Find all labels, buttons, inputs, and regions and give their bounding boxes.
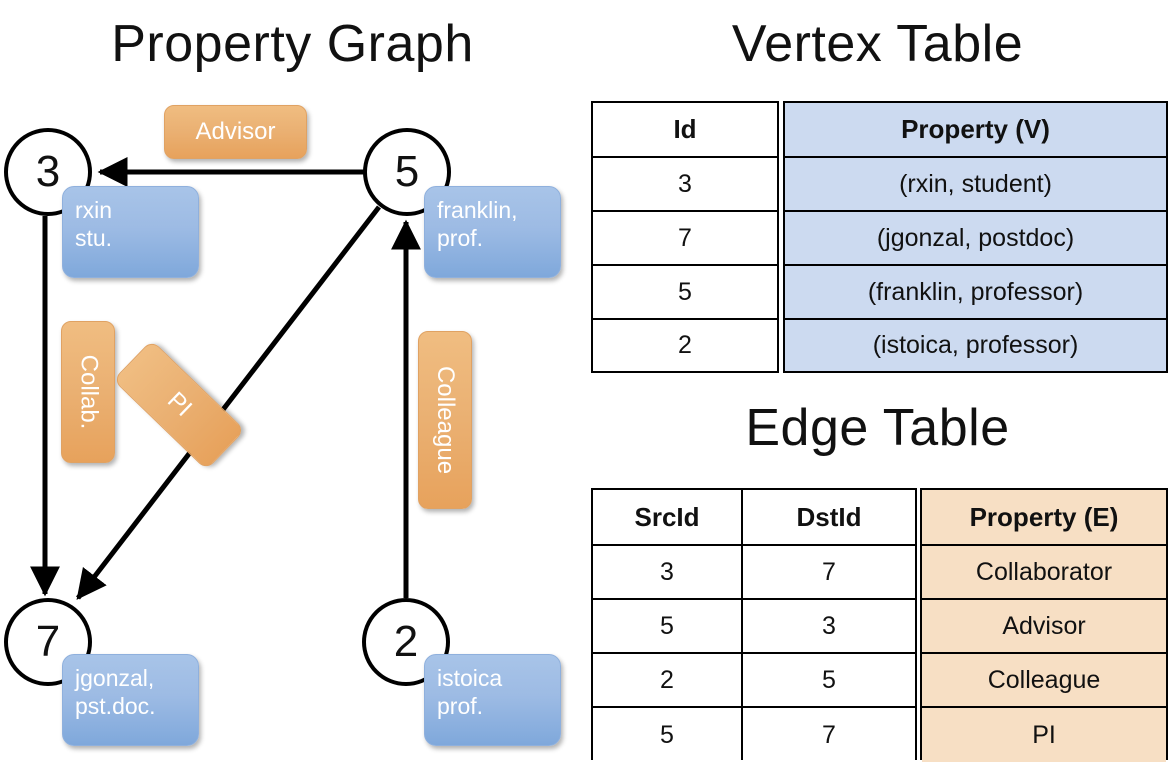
vertex-table-cell-property-2: (franklin, professor) xyxy=(785,266,1166,320)
vertex-table-id-column: Id 3 7 5 2 xyxy=(591,101,779,373)
vertex-table-cell-id-1: 7 xyxy=(593,212,777,266)
graph-edges-svg xyxy=(30,157,421,600)
vertex-table-header-id: Id xyxy=(593,103,777,158)
vertex-table-cell-id-2: 5 xyxy=(593,266,777,320)
vertex-property-3-line2: stu. xyxy=(75,225,113,252)
edge-property-colleague-label: Colleague xyxy=(432,365,459,475)
edge-table-cell-dst-3: 7 xyxy=(743,708,915,762)
vertex-property-5-line2: prof. xyxy=(437,225,484,252)
edge-table-cell-src-3: 5 xyxy=(593,708,741,762)
edge-table-srcid-column: SrcId 3 5 2 5 xyxy=(591,488,743,762)
page-title-edge-table: Edge Table xyxy=(745,399,1010,457)
vertex-table-cell-property-1: (jgonzal, postdoc) xyxy=(785,212,1166,266)
edge-table-cell-dst-2: 5 xyxy=(743,654,915,708)
edge-table-cell-dst-1: 3 xyxy=(743,600,915,654)
edge-5-to-7-pi xyxy=(76,205,381,600)
graph-node-2[interactable]: 2 xyxy=(362,598,450,686)
edge-table-header-property: Property (E) xyxy=(922,490,1166,546)
vertex-property-2-line1: istoica xyxy=(437,665,503,691)
edge-table-cell-src-0: 3 xyxy=(593,546,741,600)
edge-property-collab-label: Collab. xyxy=(75,354,102,430)
property-graph-diagram: 3 5 7 2 rxin stu. franklin, prof. jgonza… xyxy=(0,0,585,760)
edge-table-property-column: Property (E) Collaborator Advisor Collea… xyxy=(920,488,1168,762)
vertex-property-box-3: rxin stu. xyxy=(62,186,199,278)
edge-table-cell-property-0: Collaborator xyxy=(922,546,1166,600)
edge-table-cell-dst-0: 7 xyxy=(743,546,915,600)
vertex-property-box-5: franklin, prof. xyxy=(424,186,561,278)
graph-node-5[interactable]: 5 xyxy=(363,128,451,216)
edge-property-pi-label: PI xyxy=(161,387,197,423)
vertex-property-5-line1: franklin, xyxy=(437,197,518,223)
edge-property-advisor-label: Advisor xyxy=(195,118,276,145)
vertex-table-cell-id-0: 3 xyxy=(593,158,777,212)
vertex-table-cell-property-0: (rxin, student) xyxy=(785,158,1166,212)
vertex-table-property-column: Property (V) (rxin, student) (jgonzal, p… xyxy=(783,101,1168,373)
edge-property-box-collab: Collab. xyxy=(61,321,115,463)
vertex-property-box-2: istoica prof. xyxy=(424,654,561,746)
edge-table-cell-src-1: 5 xyxy=(593,600,741,654)
vertex-table-cell-id-3: 2 xyxy=(593,320,777,371)
edge-table-dstid-column: DstId 7 3 5 7 xyxy=(741,488,917,762)
vertex-property-7-line1: jgonzal, xyxy=(75,665,155,691)
vertex-table-header-property: Property (V) xyxy=(785,103,1166,158)
edge-property-box-colleague: Colleague xyxy=(418,331,472,509)
edge-table-cell-property-3: PI xyxy=(922,708,1166,762)
vertex-property-2-line2: prof. xyxy=(437,693,484,720)
vertex-property-box-7: jgonzal, pst.doc. xyxy=(62,654,199,746)
page-title-property-graph: Property Graph xyxy=(111,15,474,73)
vertex-table-cell-property-3: (istoica, professor) xyxy=(785,320,1166,371)
vertex-property-7-line2: pst.doc. xyxy=(75,693,156,720)
edge-property-box-advisor: Advisor xyxy=(164,105,307,159)
edge-table-cell-src-2: 2 xyxy=(593,654,741,708)
edge-table-cell-property-2: Colleague xyxy=(922,654,1166,708)
edge-table-header-dstid: DstId xyxy=(743,490,915,546)
vertex-property-3-line1: rxin xyxy=(75,197,113,223)
edge-table-header-srcid: SrcId xyxy=(593,490,741,546)
page-title-vertex-table: Vertex Table xyxy=(731,15,1024,73)
edge-table-cell-property-1: Advisor xyxy=(922,600,1166,654)
